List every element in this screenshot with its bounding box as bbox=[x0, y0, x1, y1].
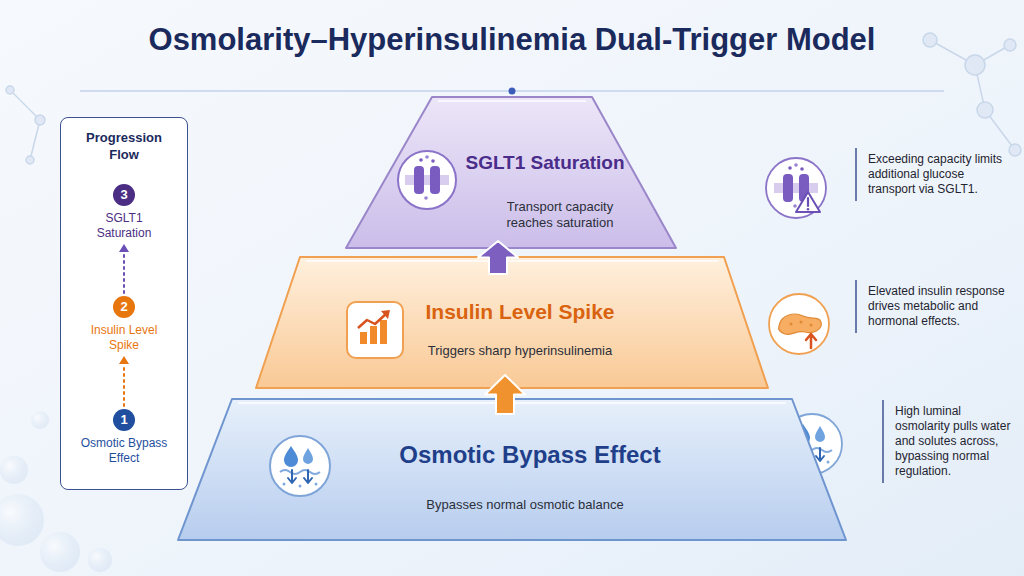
side-note: Exceeding capacity limits additional glu… bbox=[868, 152, 1006, 197]
text-holder: Osmotic Bypass Effect bbox=[399, 441, 660, 470]
text-holder: SGLT1 Saturation bbox=[465, 152, 624, 175]
note-icon bbox=[769, 294, 829, 354]
tier-outline bbox=[178, 399, 846, 540]
step-label: Osmotic Bypass Effect bbox=[79, 436, 169, 466]
title-rule bbox=[80, 88, 944, 95]
flow-step: 3SGLT1 Saturation bbox=[64, 184, 184, 241]
tier-highlight bbox=[306, 260, 718, 262]
diagram-title: Osmolarity–Hyperinsulinemia Dual-Trigger… bbox=[149, 22, 876, 58]
note-rule bbox=[855, 280, 857, 333]
tier-title: SGLT1 Saturation bbox=[465, 152, 624, 175]
side-note: Elevated insulin response drives metabol… bbox=[868, 284, 1006, 329]
tier-title: Osmotic Bypass Effect bbox=[399, 441, 660, 470]
note-holder: High luminal osmolarity pulls water and … bbox=[895, 404, 1015, 479]
side-note: High luminal osmolarity pulls water and … bbox=[895, 404, 1015, 479]
tier-shape bbox=[178, 398, 846, 541]
text-holder: Insulin Level Spike bbox=[425, 299, 614, 324]
note-holder: Elevated insulin response drives metabol… bbox=[868, 284, 1006, 329]
tier-title: Insulin Level Spike bbox=[425, 299, 614, 324]
step-number: 2 bbox=[113, 296, 135, 318]
step-number: 3 bbox=[113, 184, 135, 206]
tier-icon bbox=[270, 436, 330, 496]
tier-description: Triggers sharp hyperinsulinemia bbox=[390, 343, 650, 359]
tier-outline bbox=[346, 97, 676, 248]
note-holder: Exceeding capacity limits additional glu… bbox=[868, 152, 1006, 197]
tier-highlight bbox=[438, 100, 586, 102]
step-label: Insulin Level Spike bbox=[79, 323, 169, 353]
tier-outline bbox=[256, 257, 768, 388]
tier-icon bbox=[398, 151, 456, 209]
pyramid-tier: SGLT1 SaturationTransport capacity reach… bbox=[346, 96, 676, 249]
tier-description: Transport capacity reaches saturation bbox=[496, 199, 624, 231]
tier-description: Bypasses normal osmotic balance bbox=[375, 497, 675, 513]
note-rule bbox=[882, 400, 884, 483]
text-holder: Transport capacity reaches saturation bbox=[496, 199, 624, 231]
flow-panel: Progression Flow 3SGLT1 Saturation 2Insuli… bbox=[60, 117, 188, 490]
panel-heading: Progression Flow bbox=[76, 129, 172, 163]
text-holder: Bypasses normal osmotic balance bbox=[375, 497, 675, 513]
step-number: 1 bbox=[113, 409, 135, 431]
note-icon bbox=[766, 158, 826, 218]
flow-step: 2Insulin Level Spike bbox=[64, 296, 184, 353]
step-label: SGLT1 Saturation bbox=[79, 211, 169, 241]
flow-step: 1Osmotic Bypass Effect bbox=[64, 409, 184, 466]
tier-icon bbox=[347, 302, 403, 358]
title-holder: Osmolarity–Hyperinsulinemia Dual-Trigger… bbox=[0, 22, 1024, 58]
tier-highlight bbox=[238, 402, 786, 404]
pyramid-tier: Insulin Level SpikeTriggers sharp hyperi… bbox=[256, 256, 768, 389]
pyramid-tier: Osmotic Bypass EffectBypasses normal osm… bbox=[178, 398, 846, 541]
note-rule bbox=[855, 148, 857, 201]
text-holder: Triggers sharp hyperinsulinemia bbox=[390, 343, 650, 359]
